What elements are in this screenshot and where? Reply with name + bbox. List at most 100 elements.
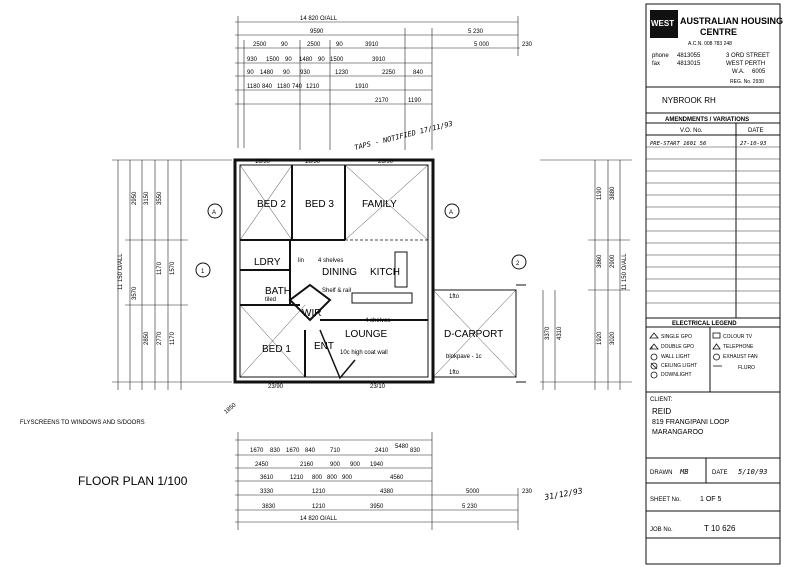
top-dim: 740	[292, 84, 303, 90]
inner-dim: 23/90	[378, 159, 394, 165]
section-a-right: A	[449, 210, 453, 216]
amendment-entry-vo: PRE-START 1601 56	[650, 141, 707, 147]
legend-label-telephone: TELEPHONE	[723, 344, 754, 350]
bottom-dim: 1210	[290, 475, 304, 481]
bottom-dim: 800	[312, 475, 323, 481]
ceiling-light-icon-cross	[650, 362, 658, 370]
note-shelves-b: 4 shelves	[365, 318, 390, 324]
note-shelves-a: 4 shelves	[318, 258, 343, 264]
room-carport: D-CARPORT	[444, 329, 503, 340]
top-dim: 1230	[335, 70, 349, 76]
inner-dim: 1fto	[449, 370, 460, 376]
legend-label-single-gpo: SINGLE GPO	[661, 334, 692, 340]
room-dining: DINING	[322, 267, 357, 278]
title-block-frame	[645, 3, 781, 565]
wall-light-icon	[650, 353, 658, 361]
single-gpo-icon	[649, 332, 659, 339]
bottom-dimension-strings	[235, 432, 519, 530]
top-dim: 1500	[266, 57, 280, 63]
company-name-west: WEST	[651, 19, 674, 28]
job-label: JOB No.	[650, 527, 673, 533]
room-kitch: KITCH	[370, 267, 400, 278]
job-value: T 10 626	[704, 524, 736, 533]
company-name-line3: CENTRE	[700, 27, 737, 37]
top-dim: 90	[283, 70, 290, 76]
inner-dim: 1fto	[449, 294, 460, 300]
blokpave-note: blokpave - 1c	[446, 354, 482, 360]
house-walls	[233, 158, 435, 384]
bottom-dim: 4560	[390, 475, 404, 481]
top-dim: 1180	[277, 84, 291, 90]
ceiling-light-icon	[650, 362, 658, 370]
room-bed1: BED 1	[262, 344, 291, 355]
section-markers	[195, 203, 527, 278]
drawn-label: DRAWN	[650, 470, 672, 476]
bottom-dim: 3950	[370, 504, 384, 510]
client-name: REID	[652, 407, 671, 416]
handwritten-date: 31/12/93	[543, 486, 584, 502]
top-dim: 230	[522, 42, 533, 48]
top-overall-dim: 14 820 O/ALL	[300, 16, 338, 22]
telephone-icon	[712, 343, 721, 350]
bottom-dim: 3330	[260, 489, 274, 495]
right-dim: 2900	[610, 254, 616, 268]
flyscreens-note: FLYSCREENS TO WINDOWS AND S/DOORS	[20, 420, 145, 426]
inner-dim: 18/50	[305, 159, 321, 165]
registration-number: REG. No. 2930	[730, 79, 764, 85]
client-address-line2: MARANGAROO	[652, 429, 704, 436]
top-dim-5230: 5 230	[468, 29, 484, 35]
bottom-dim: 2160	[300, 462, 314, 468]
left-dim: 3150	[144, 191, 150, 205]
right-dim: 4310	[557, 326, 563, 340]
left-dim: 1570	[170, 261, 176, 275]
design-name: NYBROOK RH	[662, 96, 716, 105]
top-dim: 2500	[307, 42, 321, 48]
address-line3: W.A.	[732, 69, 745, 75]
room-ldry: LDRY	[254, 257, 281, 268]
bottom-dim: 800	[327, 475, 338, 481]
bottom-dim: 2410	[375, 448, 389, 454]
bottom-dim: 830	[410, 448, 421, 454]
legend-label-colour-tv: COLOUR TV	[723, 334, 753, 340]
bottom-dim: 5000	[466, 489, 480, 495]
top-dim: 1190	[408, 98, 422, 104]
left-overall-dim: 11 150 O/ALL	[118, 253, 124, 290]
top-dim: 90	[247, 70, 254, 76]
bottom-dim: 900	[350, 462, 361, 468]
left-dim: 2950	[132, 191, 138, 205]
room-family: FAMILY	[362, 199, 397, 210]
room-bed2: BED 2	[257, 199, 286, 210]
top-dim: 90	[336, 42, 343, 48]
right-dim: 3370	[545, 326, 551, 340]
note-1850: 1850	[223, 402, 238, 416]
bottom-dim: 5480	[395, 444, 409, 450]
top-dim: 1500	[330, 57, 344, 63]
top-dim: 1210	[306, 84, 320, 90]
section-1: 1	[201, 269, 205, 275]
legend-label-double-gpo: DOUBLE GPO	[661, 344, 694, 350]
right-dim: 1190	[597, 186, 603, 200]
plan-title: FLOOR PLAN 1/100	[78, 474, 188, 488]
top-dim: 2500	[253, 42, 267, 48]
note-shelf-rail: Shelf & rail	[322, 288, 351, 294]
double-gpo-icon	[649, 343, 659, 350]
right-dim: 3020	[610, 331, 616, 345]
top-dim: 1910	[355, 84, 369, 90]
right-dim: 1920	[597, 331, 603, 345]
left-dim: 3550	[157, 191, 163, 205]
top-dim: 840	[262, 84, 273, 90]
top-dim: 840	[413, 70, 424, 76]
top-dim: 90	[318, 57, 325, 63]
top-dim-9590: 9590	[310, 29, 324, 35]
room-wir: WIR	[302, 308, 321, 319]
left-dimension-strings	[112, 159, 232, 390]
amendments-title: AMENDMENTS / VARIATIONS	[665, 117, 749, 123]
left-dim: 2850	[144, 331, 150, 345]
note-lin: lin	[298, 258, 304, 264]
top-dim: 3910	[372, 57, 386, 63]
top-dim: 90	[281, 42, 288, 48]
top-dim: 2170	[375, 98, 389, 104]
client-label: CLIENT:	[650, 397, 673, 403]
top-dimension-strings	[235, 16, 520, 150]
bottom-dim: 900	[342, 475, 353, 481]
